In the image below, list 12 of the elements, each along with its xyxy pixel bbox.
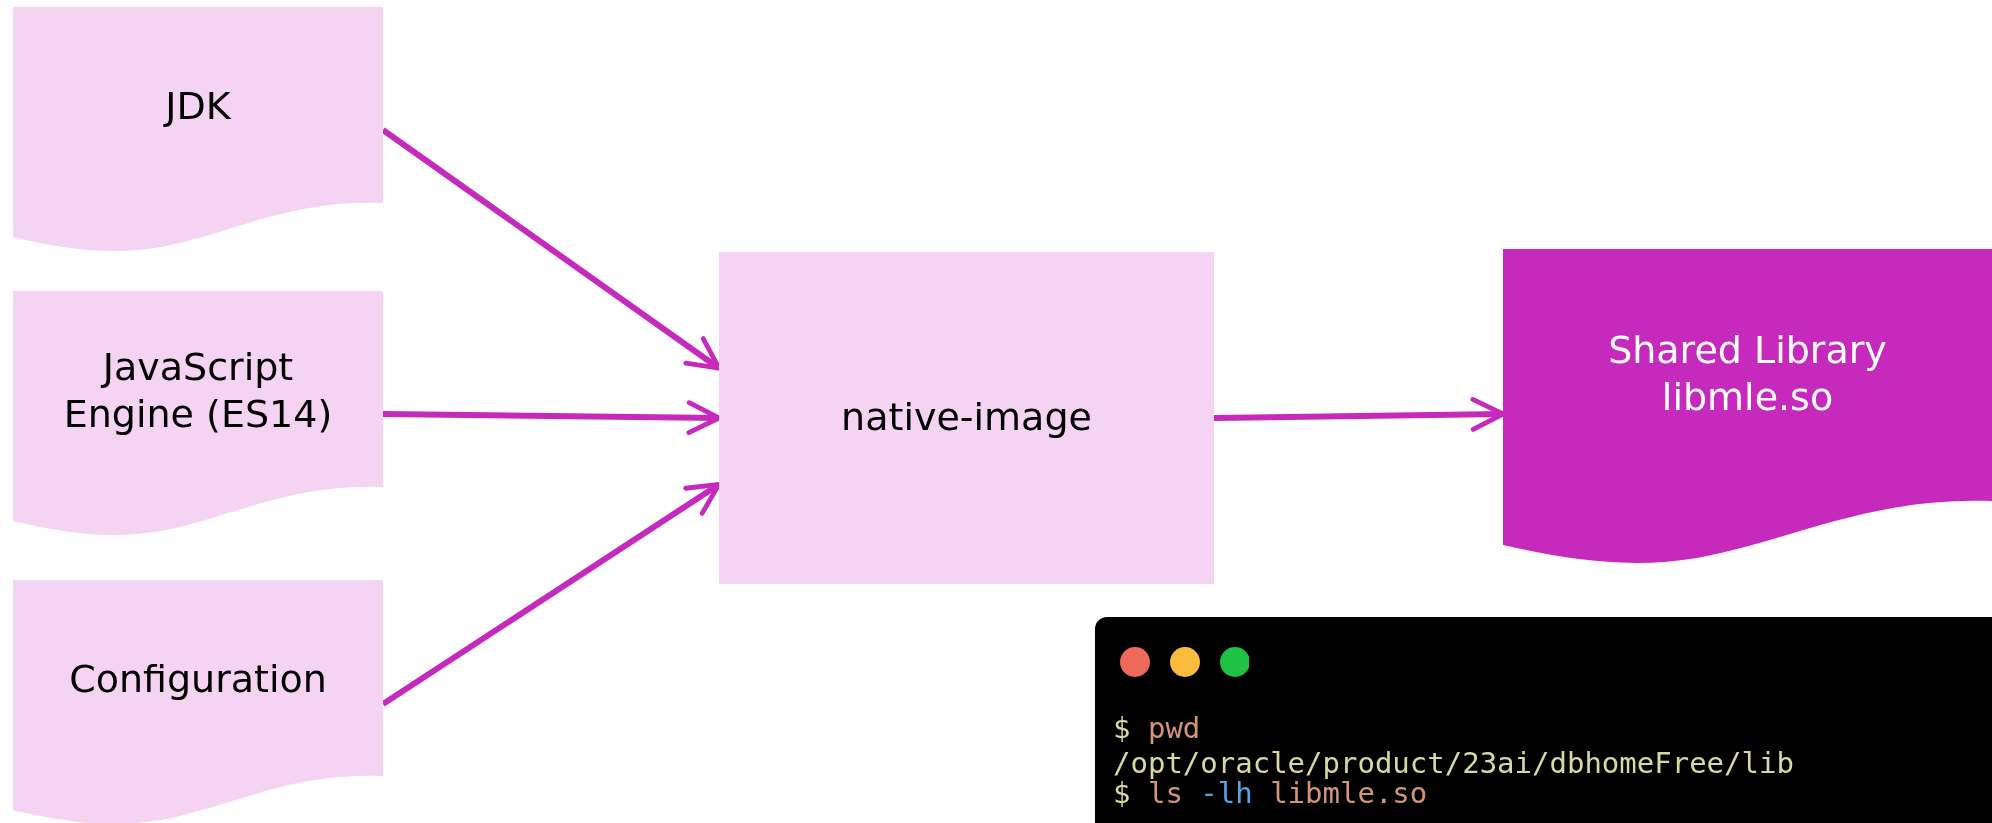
node-label: JavaScript Engine (ES14) (62, 343, 334, 438)
document-shape (13, 7, 383, 252)
document-shape (13, 291, 383, 536)
terminal-line: $ pwd (1113, 712, 1201, 744)
document-shape (1503, 249, 1992, 564)
document-shape (13, 580, 383, 823)
terminal-line: /opt/oracle/product/23ai/dbhomeFree/lib (1113, 747, 1794, 779)
node-label: JDK (165, 83, 231, 131)
node-label: native-image (841, 394, 1092, 442)
process-box (719, 252, 1214, 584)
node-label: Configuration (69, 656, 327, 704)
node-label: Shared Library libmle.so (1607, 326, 1888, 421)
